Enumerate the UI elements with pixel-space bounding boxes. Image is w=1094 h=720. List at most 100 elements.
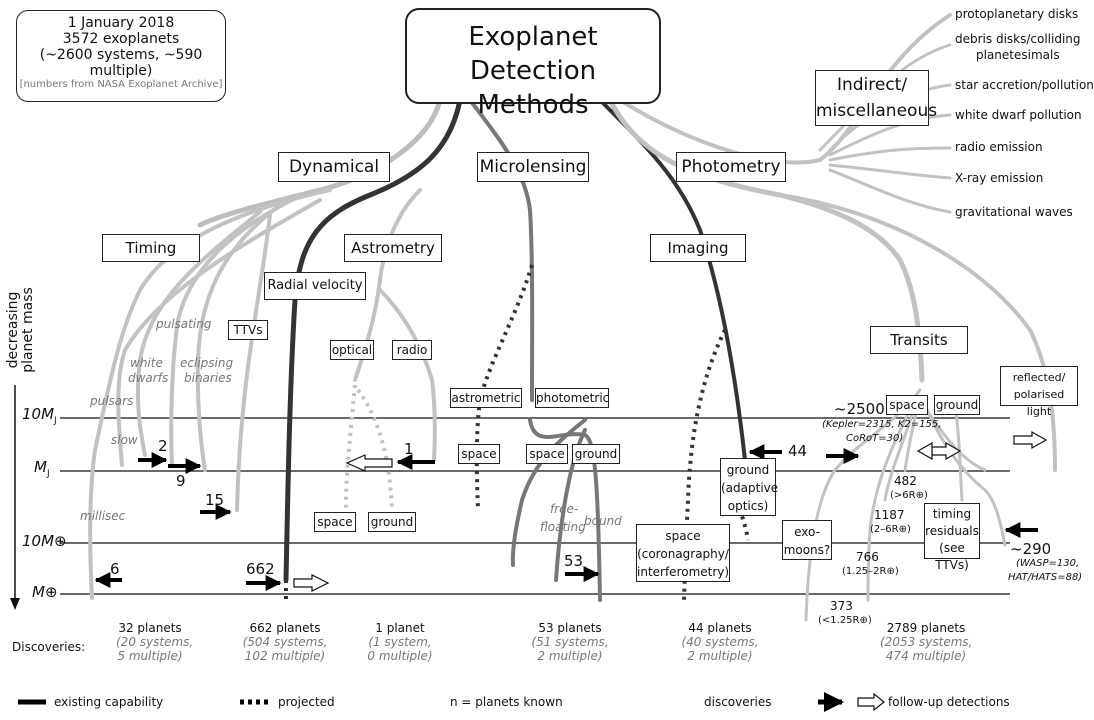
axis-title-line-2: planet mass — [20, 287, 36, 373]
indirect-line-2: miscellaneous — [816, 101, 938, 121]
followup-arrow-tr-left — [916, 441, 933, 461]
info-count: 3572 exoplanets — [62, 31, 180, 47]
followup-arrow-astro — [345, 454, 393, 472]
discovery-astro-sub2: 0 multiple) — [367, 649, 433, 663]
reflected-line-2: polarised light — [1013, 388, 1065, 418]
reflected-line-1: reflected/ — [1012, 371, 1066, 384]
discovery-micro-sub1: (51 systems, — [531, 635, 609, 649]
micro-space-photo: space — [526, 444, 568, 464]
indirect-radio: radio emission — [955, 140, 1043, 154]
axis-mj: MJ — [34, 458, 50, 479]
micro-astrometric: astrometric — [450, 388, 522, 408]
legend-discoveries: discoveries — [704, 695, 772, 709]
axis-mj-text: M — [34, 458, 47, 476]
discovery-micro-sub2: 2 multiple) — [537, 649, 603, 663]
discovery-transits-main: 2789 planets — [886, 621, 966, 635]
imaging-space-line-3: interferometry) — [637, 565, 730, 579]
legend-projected: projected — [278, 695, 335, 709]
transits-exomoons: exo- moons? — [782, 520, 832, 560]
label-slow: slow — [111, 433, 138, 447]
indirect-debris-2: planetesimals — [976, 48, 1060, 62]
discovery-transits-sub1: (2053 systems, — [880, 635, 973, 649]
imaging-ground-line-2: (adaptive — [721, 481, 779, 495]
mass-lines — [60, 417, 1010, 595]
micro-space-astro: space — [458, 444, 500, 464]
axis-10me: 10M⊕ — [22, 532, 67, 550]
indirect-protoplanetary: protoplanetary disks — [955, 7, 1079, 21]
method-imaging: Imaging — [650, 234, 746, 262]
timing-res-line-2: residuals — [925, 524, 979, 538]
num-tr-2500-sub1: (Kepler=2315, K2=155, — [822, 419, 942, 430]
method-radial-velocity: Radial velocity — [264, 272, 366, 300]
method-reflected: reflected/ polarised light — [1000, 366, 1078, 418]
discovery-timing-sub1: (20 systems, — [116, 635, 194, 649]
imaging-ground-line-3: optics) — [727, 499, 769, 513]
discovery-rv-main: 662 planets — [249, 621, 321, 635]
discovery-col-astrometry: 1 planet (1 system, 0 multiple) — [362, 621, 438, 663]
num-tr-373-sub: (<1.25R⊕) — [818, 615, 872, 626]
label-ttvs: TTVs — [228, 320, 268, 340]
label-free: free- — [550, 502, 579, 516]
axis-title-line-1: decreasing — [5, 291, 21, 369]
discovery-astro-main: 1 planet — [375, 621, 425, 635]
transits-space: space — [886, 395, 928, 415]
indirect-xray: X-ray emission — [955, 171, 1044, 185]
discovery-col-transits: 2789 planets (2053 systems, 474 multiple… — [880, 621, 972, 663]
imaging-space-line-1: space — [665, 529, 701, 543]
label-white: white — [130, 356, 163, 370]
imaging-ground: ground (adaptive optics) — [720, 458, 779, 516]
label-eclipsing: eclipsing — [180, 356, 234, 370]
imaging-space-line-2: (coronagraphy/ — [637, 547, 729, 561]
axis-10mj: 10MJ — [22, 405, 57, 426]
discoveries-label: Discoveries: — [12, 640, 86, 654]
title-line-2: Methods — [477, 90, 589, 120]
info-systems: (~2600 systems, ~590 multiple) — [39, 47, 203, 79]
num-img-44: 44 — [788, 442, 808, 460]
discovery-rv-sub1: (504 systems, — [242, 635, 328, 649]
num-tr-290-sub1: (WASP=130, — [1016, 558, 1080, 569]
method-transits: Transits — [870, 326, 968, 354]
axis-mj-sub: J — [46, 469, 50, 479]
mass-axis-arrow — [10, 385, 20, 610]
title-line-1: Exoplanet Detection — [468, 22, 598, 86]
num-timing-9: 9 — [176, 472, 186, 490]
axis-title: decreasing planet mass — [5, 275, 36, 385]
indirect-debris-1: debris disks/colliding — [955, 32, 1081, 46]
timing-res-line-3: (see TTVs) — [935, 541, 969, 572]
followup-arrow-rv — [293, 574, 330, 592]
info-source: [numbers from NASA Exoplanet Archive] — [19, 79, 223, 90]
label-pulsars: pulsars — [90, 394, 134, 408]
legend-n-known: n = planets known — [450, 695, 563, 709]
num-tr-290: ~290 — [1010, 540, 1052, 558]
label-dwarfs: dwarfs — [128, 371, 169, 385]
micro-photometric: photometric — [535, 388, 609, 408]
discovery-micro-main: 53 planets — [538, 621, 602, 635]
astro-radio: radio — [392, 340, 432, 360]
axis-me: M⊕ — [32, 583, 58, 601]
axis-10mj-sub: J — [54, 416, 57, 426]
legend-icons — [18, 692, 885, 712]
num-tr-373: 373 — [830, 599, 853, 613]
imaging-ground-line-1: ground — [726, 463, 770, 477]
exomoons-line-1: exo- — [794, 525, 820, 539]
discovery-timing-sub2: 5 multiple) — [117, 649, 183, 663]
indirect-line-1: Indirect/ — [836, 75, 908, 95]
discovery-col-imaging: 44 planets (40 systems, 2 multiple) — [680, 621, 760, 663]
transits-timing-residuals: timing residuals (see TTVs) — [924, 503, 980, 572]
discovery-imaging-sub1: (40 systems, — [681, 635, 759, 649]
imaging-space: space (coronagraphy/ interferometry) — [636, 524, 730, 582]
info-date: 1 January 2018 — [67, 15, 175, 31]
num-timing-2: 2 — [158, 437, 168, 455]
discovery-timing-main: 32 planets — [118, 621, 182, 635]
discovery-rv-sub2: 102 multiple) — [244, 649, 326, 663]
info-box: 1 January 2018 3572 exoplanets (~2600 sy… — [16, 10, 226, 102]
legend-followup: follow-up detections — [888, 695, 1010, 709]
discovery-transits-sub2: 474 multiple) — [885, 649, 967, 663]
discovery-arrows — [94, 444, 1038, 591]
title-box: Exoplanet Detection Methods — [405, 8, 661, 120]
method-astrometry: Astrometry — [344, 234, 442, 262]
category-indirect: Indirect/ miscellaneous — [815, 70, 938, 126]
num-tr-482: 482 — [894, 474, 917, 488]
followup-arrows — [293, 430, 1048, 592]
discovery-astro-sub1: (1 system, — [368, 635, 432, 649]
